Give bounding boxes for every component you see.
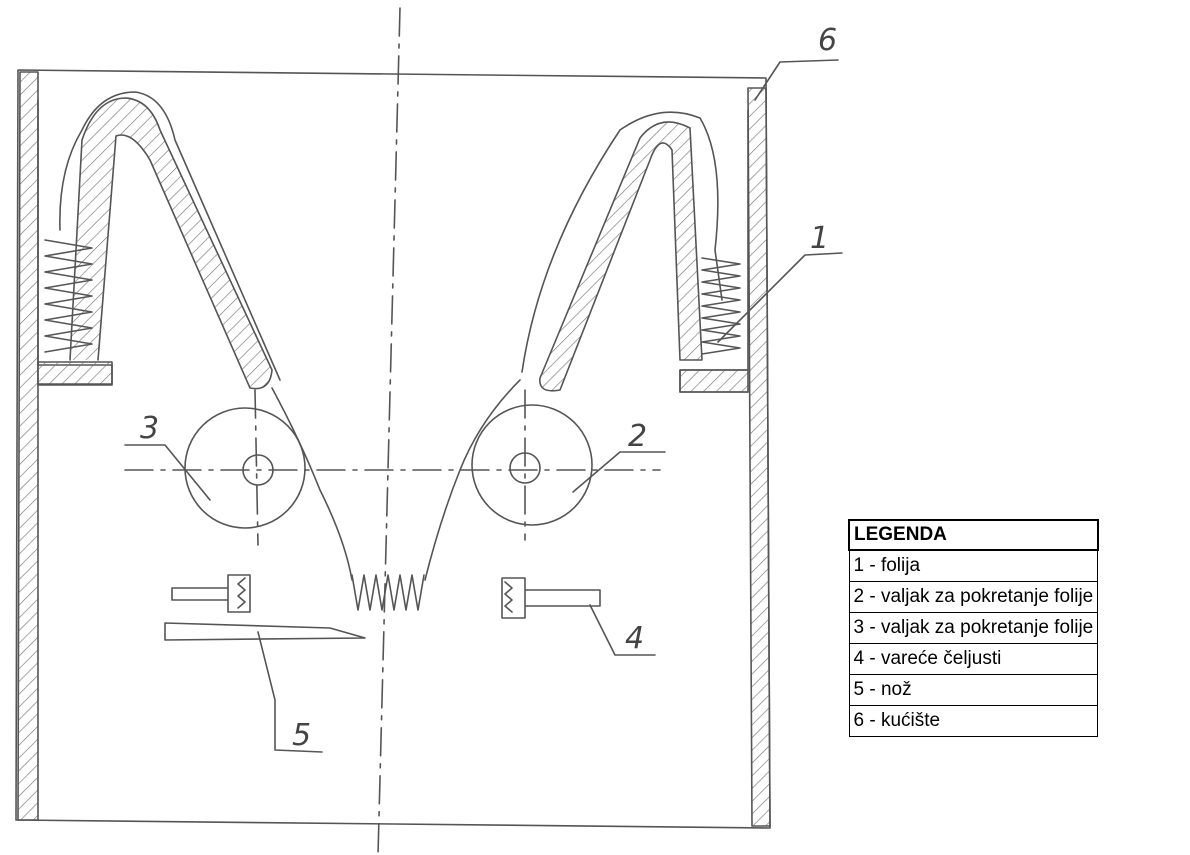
leader-2 xyxy=(572,451,666,493)
center-axis xyxy=(377,7,401,855)
film-left xyxy=(271,387,353,581)
legend-table: LEGENDA 1 - folija 2 - valjak za pokreta… xyxy=(848,519,1099,737)
callout-1: 1 xyxy=(810,221,829,256)
leader-3 xyxy=(124,444,211,501)
housing-left-wall xyxy=(17,71,39,821)
callout-6: 6 xyxy=(818,23,837,58)
roller-left xyxy=(184,407,306,529)
left-spring xyxy=(44,239,93,353)
knife xyxy=(164,622,366,641)
right-arm xyxy=(539,121,703,392)
leader-6 xyxy=(754,59,839,101)
jaw-right xyxy=(501,577,601,619)
callout-5: 5 xyxy=(292,718,311,753)
legend-item: 6 - kućište xyxy=(848,705,1099,737)
callout-3: 3 xyxy=(140,411,159,446)
leader-1 xyxy=(717,252,843,343)
roller-right xyxy=(471,404,593,526)
right-spring xyxy=(701,257,741,355)
callout-4: 4 xyxy=(625,621,644,656)
housing-right-wall xyxy=(747,87,771,827)
left-arm xyxy=(69,97,273,390)
seal-zigzag xyxy=(351,574,425,611)
jaw-left xyxy=(171,574,251,613)
legend-item: 5 - nož xyxy=(848,674,1099,706)
legend-item: 2 - valjak za pokretanje folije xyxy=(848,581,1099,613)
leader-5 xyxy=(257,631,323,753)
leader-4 xyxy=(589,604,656,656)
legend-item: 3 - valjak za pokretanje folije xyxy=(848,612,1099,644)
legend-title: LEGENDA xyxy=(848,519,1099,551)
legend-item: 1 - folija xyxy=(848,549,1099,582)
legend-item: 4 - vareće čeljusti xyxy=(848,643,1099,675)
callout-2: 2 xyxy=(628,419,647,454)
housing-outline xyxy=(15,69,771,829)
film-right xyxy=(424,379,521,581)
